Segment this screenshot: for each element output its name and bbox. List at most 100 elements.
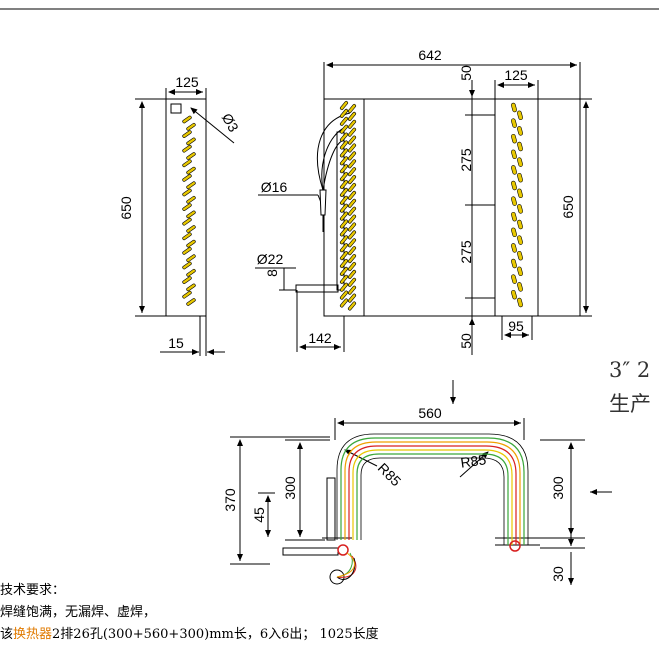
fin-slot (347, 293, 357, 303)
fin-slot (339, 101, 349, 110)
fin-slot (182, 174, 192, 182)
fin-slot (347, 230, 357, 240)
fin-slot (339, 187, 349, 197)
fin-slot (347, 104, 357, 113)
dim-total-width: 642 (418, 47, 442, 63)
fin-slot (347, 151, 357, 161)
fin-slot (347, 175, 357, 185)
dim-height-300-right: 300 (550, 476, 566, 500)
fin-slot (511, 180, 517, 191)
fin-slot (182, 217, 192, 226)
fin-slot (511, 258, 517, 269)
fin-slot (511, 118, 517, 128)
fin-slot (517, 172, 523, 183)
fin-slot (347, 222, 357, 232)
fin-slot (186, 298, 196, 306)
dim-height-45: 45 (251, 507, 267, 523)
notes-item-2-prefix: 该 (0, 627, 14, 642)
dim-phi16: Ø16 (261, 179, 288, 195)
fin-slot (339, 290, 349, 300)
fin-slot (182, 130, 192, 138)
fin-slot (339, 219, 349, 229)
right-fin-slots (511, 102, 523, 308)
dim-tube-offset: 8 (264, 269, 280, 277)
notes-item-1: 焊缝饱满，无漏焊、虚焊， (0, 605, 157, 620)
fin-slot (517, 157, 523, 167)
fin-slot (182, 261, 192, 270)
notes-item-2-highlight: 换热器 (13, 627, 53, 642)
fin-slot (517, 110, 523, 121)
fin-slot (517, 235, 523, 245)
fin-slot (339, 172, 349, 182)
left-fin-slots (182, 115, 196, 306)
fin-slot (517, 204, 523, 214)
fin-slot (511, 289, 517, 300)
fin-slot (347, 127, 357, 137)
dim-right-height: 650 (560, 195, 576, 219)
fin-slot (517, 126, 523, 136)
fin-slot (186, 268, 196, 277)
fin-slot (347, 262, 357, 271)
fin-slot (347, 254, 357, 264)
notes-item-2: 该换热器2排26孔(300+560+300)mm长，6入6出； 1025长度 (0, 623, 379, 642)
fin-slot (347, 238, 357, 248)
dim-radius-1: R85 (375, 460, 405, 490)
fin-slot (339, 259, 349, 268)
dim-top-width: 560 (418, 405, 442, 421)
dim-pitch-1: 275 (458, 148, 474, 172)
fin-slot (339, 140, 349, 150)
fin-slot (347, 198, 357, 208)
dim-height-300-left: 300 (282, 476, 298, 500)
fin-slot (339, 132, 349, 142)
fin-slot (517, 219, 523, 230)
fin-slot (347, 269, 357, 279)
front-view (255, 62, 592, 355)
fin-slot (182, 144, 192, 153)
fin-slot (339, 211, 349, 221)
fin-slot (339, 180, 349, 189)
fin-slot (517, 266, 523, 277)
fin-slot (339, 124, 349, 134)
dim-right-inner: 95 (508, 318, 524, 334)
fin-slot (339, 203, 349, 213)
dim-left-height: 650 (118, 196, 134, 220)
side-text-line-2: 生产 (609, 392, 651, 416)
fin-slot (182, 159, 192, 168)
fin-slot (339, 195, 349, 205)
fin-slot (182, 115, 192, 124)
fin-slot (347, 159, 357, 169)
dim-inlet-distance: 142 (308, 330, 332, 346)
fin-slot (347, 285, 357, 295)
side-text-line-1: 3″ 2 (609, 358, 651, 382)
fin-slot (182, 232, 192, 241)
fin-slot (347, 135, 357, 145)
fin-slot (186, 137, 196, 146)
fin-slot (517, 297, 523, 308)
fin-slot (186, 166, 196, 175)
fin-slot (339, 266, 349, 276)
fin-slot (517, 188, 523, 199)
fin-slot (511, 149, 517, 160)
u-shape-coil (329, 433, 529, 585)
fin-slot (347, 277, 357, 287)
fin-slot (339, 274, 349, 284)
dim-pitch-2: 275 (458, 240, 474, 264)
dim-phi22: Ø22 (257, 251, 284, 267)
dim-bottom-margin: 50 (458, 333, 474, 349)
fin-slot (347, 190, 357, 200)
fin-slot (186, 152, 196, 160)
left-side-view (135, 88, 235, 356)
fin-slot (511, 274, 517, 284)
fin-slot (517, 282, 523, 292)
fin-slot (339, 156, 349, 166)
fin-slot (517, 141, 523, 152)
fin-slot (511, 165, 517, 175)
front-fin-slots (339, 101, 357, 311)
fin-slot (339, 282, 349, 292)
fin-slot (182, 188, 192, 197)
notes-item-2-suffix: 2排26孔(300+560+300)mm长，6入6出； 1025长度 (52, 627, 379, 642)
dim-left-width: 125 (175, 74, 199, 90)
fin-slot (339, 148, 349, 158)
fin-slot (182, 203, 192, 211)
